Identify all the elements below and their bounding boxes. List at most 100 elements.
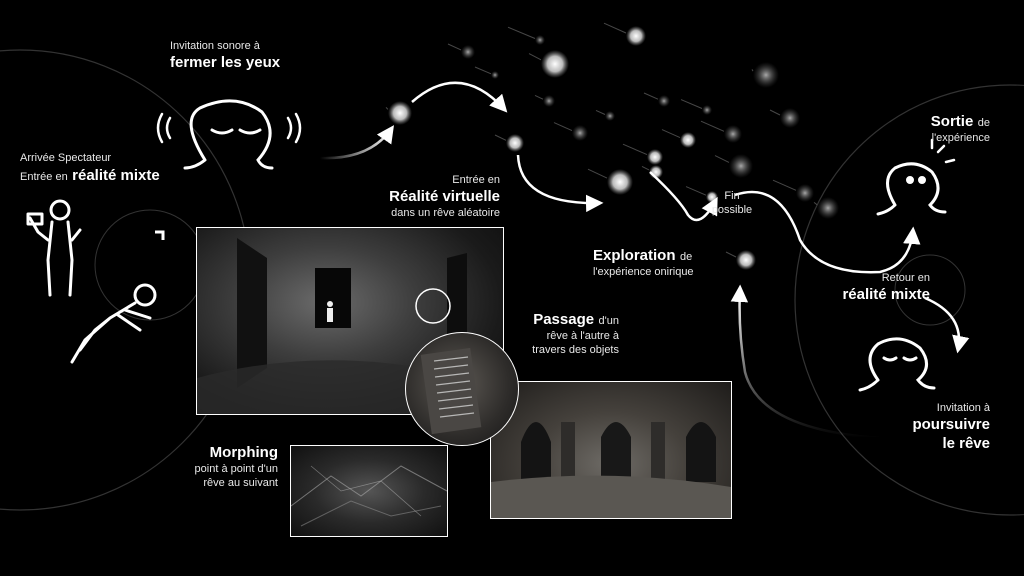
- label-sortie: Sortie de l'expérience: [900, 112, 990, 146]
- label-arrivee: Arrivée Spectateur Entrée en réalité mix…: [20, 152, 160, 186]
- label-entree-vr: Entrée en Réalité virtuelle dans un rêve…: [380, 174, 500, 220]
- motion-streak: [385, 107, 389, 110]
- poursuivre-small: Invitation à: [936, 402, 990, 414]
- motion-streak: [507, 26, 536, 39]
- label-retour: Retour en réalité mixte: [820, 272, 930, 305]
- glowing-object: [647, 149, 663, 165]
- glowing-object: [729, 154, 753, 178]
- glowing-object: [817, 197, 839, 219]
- head-with-closed-eyes-and-sound-waves-icon: [156, 99, 302, 170]
- motion-streak: [474, 66, 492, 75]
- motion-streak: [643, 92, 659, 100]
- motion-streak: [751, 69, 754, 72]
- motion-streak: [528, 53, 542, 61]
- motion-streak: [494, 134, 507, 141]
- label-poursuivre: Invitation à poursuivre le rêve: [880, 402, 990, 453]
- glowing-object: [796, 184, 814, 202]
- standing-person-with-headset-icon: [26, 199, 82, 297]
- motion-streak: [553, 122, 573, 132]
- passage-big: Passage: [533, 311, 595, 328]
- retour-big: réalité mixte: [842, 285, 930, 303]
- entree-vr-small-top: Entrée en: [452, 174, 500, 186]
- arrow-to-exploration: [516, 154, 604, 213]
- glowing-object: [506, 134, 524, 152]
- right-arc: [794, 84, 1024, 516]
- exploration-big: Exploration: [593, 247, 676, 264]
- inscription-zoom-circle: [405, 332, 519, 446]
- glowing-object: [491, 71, 499, 79]
- arrivee-line1: Arrivée Spectateur: [20, 152, 112, 164]
- glowing-object: [535, 35, 545, 45]
- entree-vr-big: Réalité virtuelle: [389, 187, 500, 205]
- glowing-object: [626, 26, 646, 46]
- lying-person-icon: [70, 283, 157, 364]
- label-exploration: Exploration de l'expérience onirique: [593, 246, 694, 280]
- invitation-sonore-big: fermer les yeux: [170, 53, 281, 71]
- invitation-sonore-small: Invitation sonore à: [170, 40, 260, 52]
- right-inner-circle: [894, 254, 966, 326]
- motion-streak: [772, 179, 797, 191]
- sortie-small-inline: de: [977, 117, 990, 129]
- glowing-object: [388, 101, 412, 125]
- glowing-object: [702, 105, 712, 115]
- glowing-object: [780, 108, 800, 128]
- exploration-small-bottom: l'expérience onirique: [593, 266, 694, 278]
- glowing-object: [461, 45, 475, 59]
- exploration-small-inline: de: [679, 251, 693, 263]
- sleeping-head-icon: [858, 337, 936, 392]
- arrow-back-to-dream: [730, 284, 881, 440]
- fin-line2: possible: [711, 203, 753, 216]
- motion-streak: [714, 155, 730, 163]
- sortie-big: Sortie: [930, 113, 974, 130]
- passage-line2: rêve à l'autre à: [546, 330, 619, 342]
- morphing-line2: point à point d'un: [194, 462, 278, 475]
- motion-streak: [769, 109, 781, 116]
- glowing-object: [658, 95, 670, 107]
- motion-streak: [641, 165, 650, 171]
- arrow-to-sleep: [924, 296, 970, 354]
- glowing-object: [680, 132, 696, 148]
- label-fin: Fin possible: [706, 190, 758, 218]
- motion-streak: [587, 168, 608, 179]
- motion-streak: [661, 129, 681, 139]
- church-pointcloud-photo: [490, 381, 732, 519]
- awake-head-icon: [876, 138, 956, 216]
- label-invitation-sonore: Invitation sonore à fermer les yeux: [170, 40, 280, 73]
- morphing-scene: [291, 465, 447, 527]
- glowing-object: [736, 250, 756, 270]
- retour-small: Retour en: [881, 272, 930, 284]
- glowing-object: [572, 125, 588, 141]
- entree-vr-small-bottom: dans un rêve aléatoire: [391, 206, 500, 219]
- motion-streak: [595, 109, 606, 115]
- morphing-line3: rêve au suivant: [203, 476, 278, 489]
- arrow-to-exit: [734, 190, 921, 274]
- motion-streak: [680, 99, 703, 109]
- arrow-to-cloud: [411, 81, 508, 113]
- passage-small-inline: d'un: [598, 315, 619, 327]
- motion-streak: [447, 43, 462, 51]
- arrow-to-end: [649, 171, 718, 222]
- motion-streak: [700, 120, 725, 132]
- glowing-object: [607, 169, 633, 195]
- motion-streak: [685, 186, 707, 196]
- label-morphing: Morphing point à point d'un rêve au suiv…: [160, 444, 278, 490]
- morphing-big: Morphing: [209, 444, 278, 461]
- morphing-pointcloud-photo: [290, 445, 448, 537]
- glowing-object: [753, 62, 779, 88]
- small-cursor-mark: [155, 230, 165, 240]
- motion-streaks: [385, 22, 818, 258]
- motion-streak: [603, 22, 627, 34]
- motion-streak: [813, 202, 818, 206]
- label-passage: Passage d'un rêve à l'autre à travers de…: [495, 310, 619, 358]
- poursuivre-big2: le rêve: [942, 434, 990, 452]
- motion-streak: [534, 94, 544, 100]
- arrivee-line2-big: réalité mixte: [72, 166, 160, 184]
- motion-streak: [622, 143, 648, 156]
- church-scene: [491, 422, 731, 518]
- glowing-object: [541, 50, 569, 78]
- poursuivre-big1: poursuivre: [912, 415, 990, 433]
- sortie-small-bottom: l'expérience: [931, 132, 990, 144]
- passage-line3: travers des objets: [532, 343, 619, 356]
